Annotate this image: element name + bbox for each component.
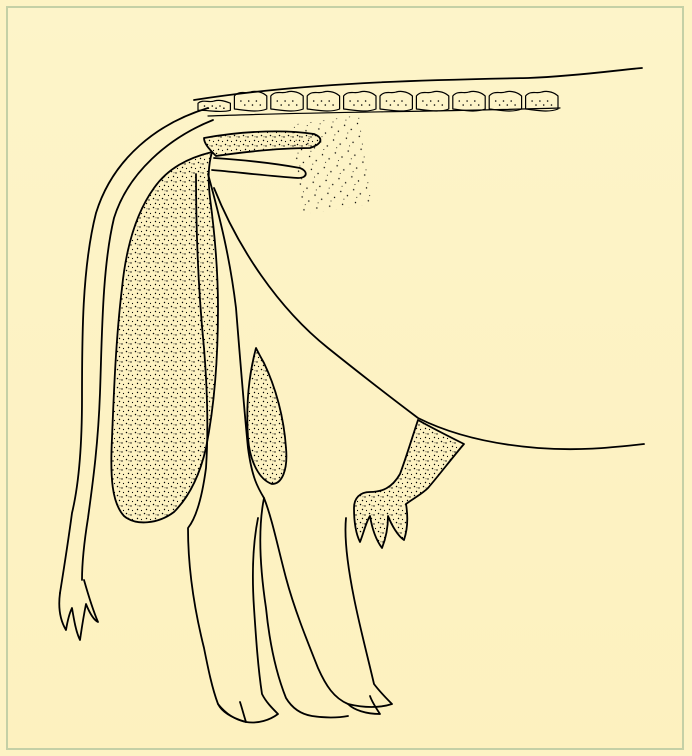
vertebra-texture-dot (256, 100, 258, 102)
vertebra-texture-dot (434, 104, 436, 106)
vertebra-texture-dot (361, 104, 363, 106)
vertebra-texture-dot (547, 100, 549, 102)
vertebra-texture-dot (495, 100, 497, 102)
vertebra-texture-dot (438, 100, 440, 102)
vertebra-texture-dot (466, 100, 468, 102)
vertebra-texture-dot (499, 104, 501, 106)
vertebra-texture-dot (394, 100, 396, 102)
mammary-lymph-region (247, 348, 286, 484)
vertebra (489, 91, 521, 111)
vertebra (380, 91, 412, 111)
vertebra-texture-dot (510, 100, 512, 102)
vertebra-texture-dot (292, 100, 294, 102)
hoof-front (218, 702, 246, 722)
vertebra-texture-dot (240, 100, 242, 102)
vertebra-texture-dot (284, 100, 286, 102)
vagina-canal (212, 158, 306, 178)
vertebra-texture-dot (514, 104, 516, 106)
vertebra-texture-dot (459, 100, 461, 102)
vertebra-texture-dot (328, 100, 330, 102)
vertebra (453, 91, 485, 111)
vertebra-texture-dot (223, 107, 225, 109)
vertebra (416, 91, 448, 111)
vertebra-texture-dot (252, 104, 254, 106)
vertebra-texture-dot (219, 105, 221, 107)
vertebra-texture-dot (321, 100, 323, 102)
vertebra-texture-dot (386, 100, 388, 102)
vertebra-texture-dot (401, 100, 403, 102)
figure-frame (6, 6, 684, 750)
vertebra-texture-dot (426, 104, 428, 106)
vertebra-texture-dot (531, 100, 533, 102)
vertebra-texture-dot (442, 104, 444, 106)
vertebra (344, 91, 376, 111)
vertebra-texture-dot (503, 100, 505, 102)
vertebra-texture-dot (296, 104, 298, 106)
pelvic-stipple (291, 115, 373, 214)
vertebra-texture-dot (539, 100, 541, 102)
vertebra-texture-dot (260, 104, 262, 106)
vertebra-texture-dot (543, 104, 545, 106)
vertebra-texture-dot (325, 104, 327, 106)
vertebra-texture-dot (535, 104, 537, 106)
vertebra-texture-dot (349, 100, 351, 102)
vertebra-texture-dot (365, 100, 367, 102)
vertebra-texture-dot (470, 104, 472, 106)
vertebra-texture-dot (390, 104, 392, 106)
vertebra-texture-dot (277, 100, 279, 102)
vertebra-texture-dot (405, 104, 407, 106)
vertebra-texture-dot (332, 104, 334, 106)
vertebra-texture-dot (280, 104, 282, 106)
vertebra-texture-dot (507, 104, 509, 106)
vertebra-texture-dot (369, 104, 371, 106)
vertebra-texture-dot (357, 100, 359, 102)
vertebra (271, 91, 303, 111)
vertebra-texture-dot (474, 100, 476, 102)
hind-leg-rear-outline (208, 174, 392, 707)
vertebra-texture-dot (551, 104, 553, 106)
vertebra-texture-dot (422, 100, 424, 102)
tail-switch (59, 580, 98, 640)
vertebra-texture-dot (430, 100, 432, 102)
vertebra (307, 91, 339, 111)
uterus-mass (111, 152, 218, 522)
vertebra-texture-dot (478, 104, 480, 106)
vertebra-texture-dot (462, 104, 464, 106)
vertebra-texture-dot (212, 105, 214, 107)
vertebra-texture-dot (288, 104, 290, 106)
vertebra-texture-dot (397, 104, 399, 106)
vertebra-texture-dot (317, 104, 319, 106)
vertebra-texture-dot (215, 107, 217, 109)
udder (354, 420, 464, 548)
vertebra-texture-dot (204, 105, 206, 107)
vertebra-texture-dot (313, 100, 315, 102)
vertebra-texture-dot (244, 104, 246, 106)
vertebra-texture-dot (353, 104, 355, 106)
vertebral-column (198, 91, 558, 111)
cow-hindquarters-illustration (8, 8, 682, 748)
vertebra-texture-dot (248, 100, 250, 102)
